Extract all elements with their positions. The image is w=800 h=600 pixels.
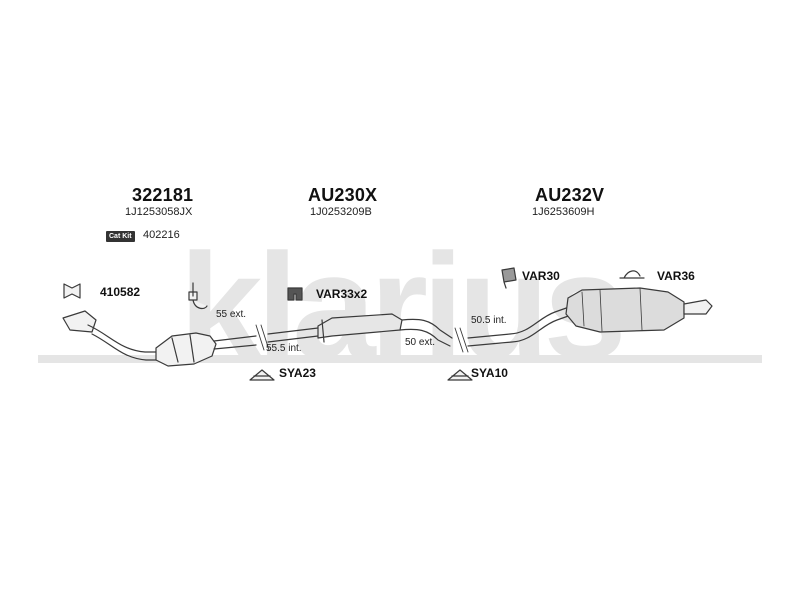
dim-front-ext: 55 ext. (216, 309, 247, 320)
mount-sya10-icon (447, 369, 473, 381)
dim-front-int: 55.5 int. (266, 343, 302, 354)
rear-silencer (565, 287, 685, 333)
mount-sya10-label: SYA10 (471, 366, 508, 380)
lambda-sensor-icon (188, 282, 208, 310)
dim-rear-int: 50.5 int. (471, 315, 507, 326)
cat-kit-badge: Cat Kit (106, 231, 135, 242)
section-oe-3: 1J6253609H (532, 206, 595, 218)
cat-kit-row: Cat Kit 402216 (106, 226, 180, 242)
gasket-icon (63, 283, 81, 299)
hanger-icon (619, 270, 645, 279)
rubber-mount-label: VAR30 (522, 269, 560, 283)
section-oe-2: 1J0253209B (310, 206, 372, 218)
clamp-icon (287, 287, 303, 301)
front-joint-marker (255, 324, 270, 351)
section-code-1: 322181 (132, 185, 194, 205)
rear-joint-marker (454, 327, 469, 353)
middle-clamp-ring (321, 319, 325, 343)
clamp-label: VAR33x2 (316, 287, 368, 301)
hanger-label: VAR36 (657, 269, 695, 283)
rubber-mount-icon (501, 267, 517, 289)
manifold-flange (62, 310, 97, 333)
watermark-logo: klarius (179, 222, 621, 390)
cat-outlet-pipe (213, 335, 257, 350)
gasket-label: 410582 (100, 285, 141, 299)
section-code-2: AU230X (308, 185, 378, 205)
section-oe-1: 1J1253058JX (125, 206, 193, 218)
front-downpipe (87, 324, 159, 361)
watermark-bar (38, 355, 762, 363)
mount-sya23-label: SYA23 (279, 366, 316, 380)
middle-pipe (267, 327, 319, 343)
middle-silencer (317, 313, 403, 339)
cat-kit-number: 402216 (143, 229, 180, 241)
rear-pipe (467, 305, 575, 347)
section-code-3: AU232V (535, 185, 605, 205)
mount-sya23-icon (249, 369, 275, 381)
tailpipe (683, 299, 713, 315)
catalytic-converter (155, 332, 217, 367)
dim-rear-ext: 50 ext. (405, 337, 436, 348)
